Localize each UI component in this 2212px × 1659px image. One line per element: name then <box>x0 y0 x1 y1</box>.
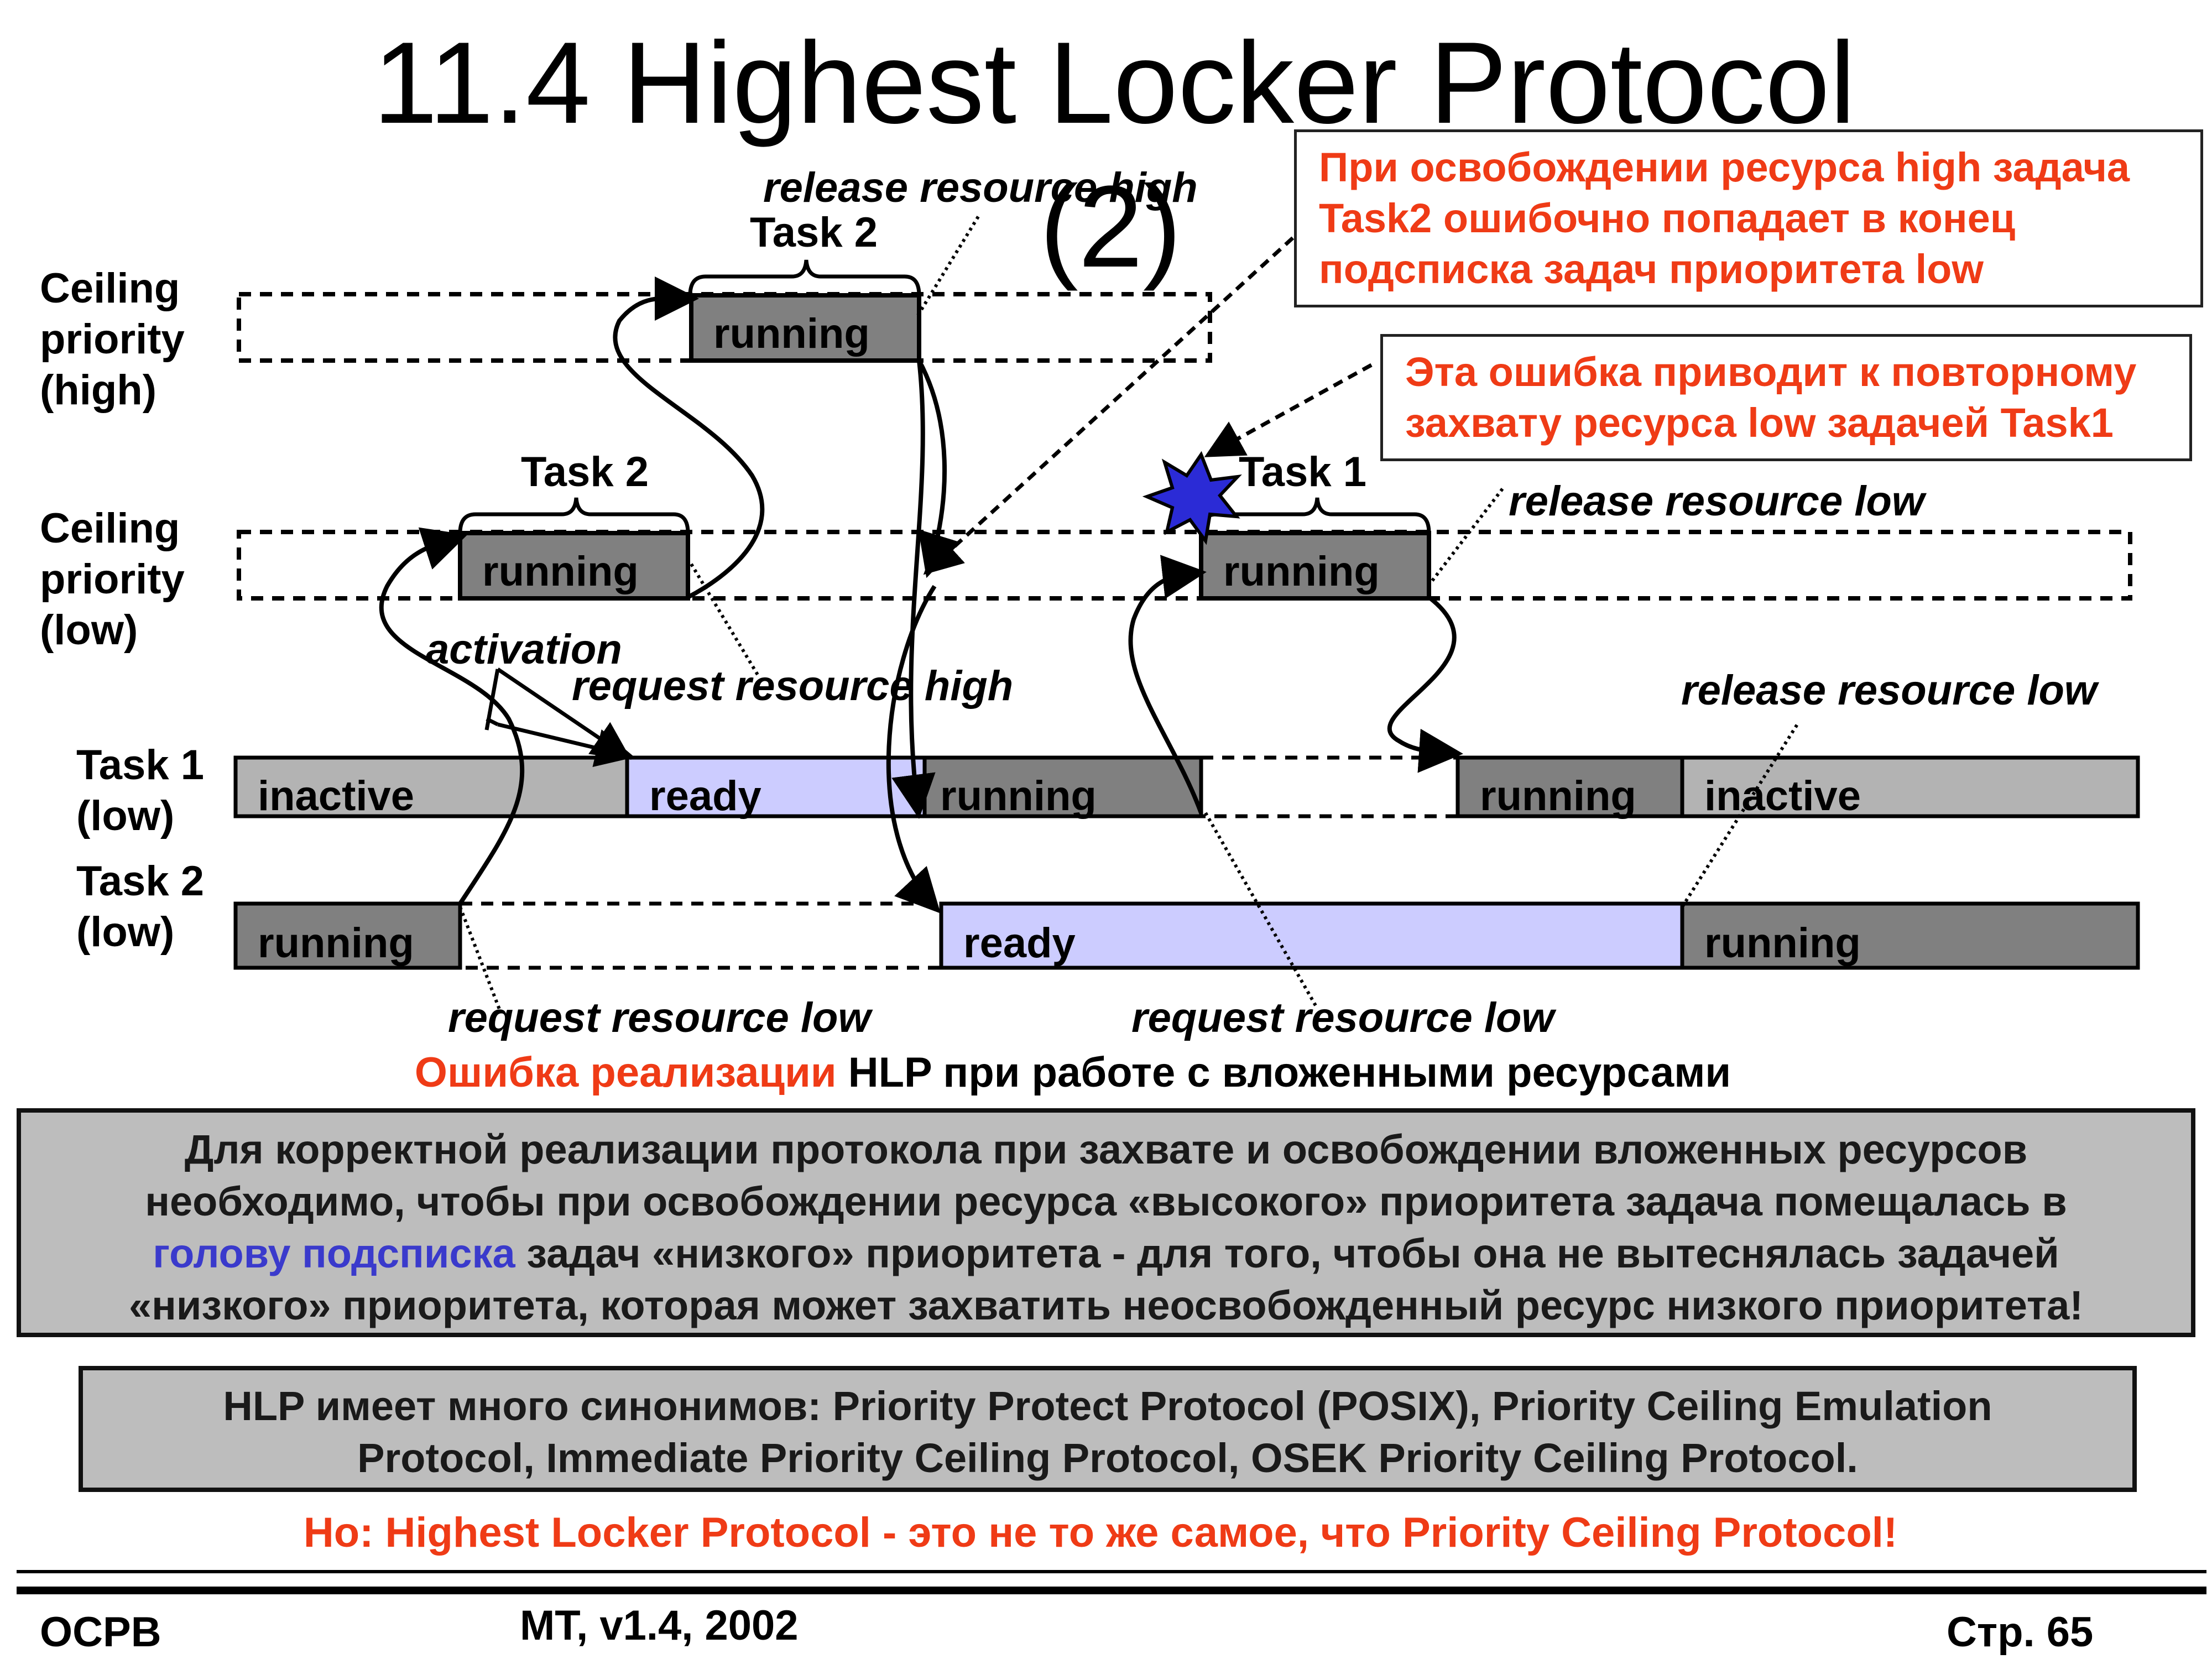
brace-label-task1-low: Task 1 <box>1239 448 1366 495</box>
bar-label: running <box>1704 920 1861 967</box>
bar-label: running <box>482 548 639 595</box>
row-label-line: Ceiling <box>40 505 180 552</box>
bar-label: inactive <box>1704 773 1861 820</box>
callout-line: подсписка задач приоритета low <box>1319 246 1984 292</box>
annotation-release-resource-low-top: release resource low <box>1509 478 1924 525</box>
bar-label: running <box>713 310 870 357</box>
caption-red: Ошибка реализации <box>414 1049 837 1096</box>
arrow-task2-to-ceiling-low <box>379 527 525 905</box>
row-label-ceiling-low: Ceiling priority (low) <box>40 503 185 656</box>
callout-second: Эта ошибка приводит к повторному захвату… <box>1380 334 2192 461</box>
row-label-line: (low) <box>76 909 175 956</box>
callout-line: При освобождении ресурса high задача <box>1319 144 2130 190</box>
leader-request-low-left <box>458 906 502 1013</box>
leader-request-high <box>690 563 759 676</box>
explanation-line: необходимо, чтобы при освобождении ресур… <box>145 1178 2067 1224</box>
task1-inactive-bar <box>233 755 630 818</box>
brace-task2-high <box>688 259 921 296</box>
arrow-ceiling-low-to-high <box>613 276 765 599</box>
footer-center: МТ, v1.4, 2002 <box>520 1602 799 1649</box>
synonyms-line: HLP имеет много синонимов: Priority Prot… <box>223 1383 1992 1429</box>
explanation-line-rest: задач «низкого» приоритета - для того, ч… <box>515 1230 2059 1276</box>
bar-label: running <box>258 920 414 967</box>
row-label-line: (high) <box>40 367 157 414</box>
task1-ready-bar <box>625 755 927 818</box>
callout-top: При освобождении ресурса high задача Tas… <box>1294 129 2203 307</box>
row-label-line: priority <box>40 556 185 603</box>
annotation-request-resource-low-right: request resource low <box>1131 994 1554 1041</box>
note-text: Но: Highest Locker Protocol - это не то … <box>303 1509 1898 1556</box>
task2-dashed-gap <box>458 901 943 970</box>
brace-label-task2-high: Task 2 <box>750 209 878 256</box>
arrow-ceiling-low-to-task1-running2 <box>1387 595 1463 773</box>
task2-ready-bar <box>939 901 1684 970</box>
arrow-ceiling-low-to-task2-ready <box>886 585 941 914</box>
caption-black: HLP при работе с вложенными ресурсами <box>836 1049 1731 1096</box>
brace-task2-low <box>458 497 690 534</box>
synonyms-box: HLP имеет много синонимов: Priority Prot… <box>79 1366 2137 1492</box>
callout-line: захвату ресурса low задачей Task1 <box>1405 400 2114 446</box>
synonyms-line: Protocol, Immediate Priority Ceiling Pro… <box>357 1435 1858 1481</box>
footer-page-number: Стр. 65 <box>1947 1609 2094 1656</box>
row-label-line: Task 1 <box>76 742 204 789</box>
row-label-ceiling-high: Ceiling priority (high) <box>40 263 185 416</box>
task1-dashed-gap <box>1199 755 1460 818</box>
activation-pointer-c <box>497 667 632 760</box>
brace-label-task2-low: Task 2 <box>521 448 649 495</box>
explanation-line: голову подсписка задач «низкого» приорит… <box>21 1228 2191 1280</box>
page-subtitle: (2) <box>1040 161 1182 291</box>
head-of-sublist-highlight: голову подсписка <box>153 1230 515 1276</box>
bar-label: ready <box>649 773 761 820</box>
ceiling-low-task1-running-bar <box>1199 531 1431 601</box>
diagram-caption: Ошибка реализации HLP при работе с вложе… <box>0 1048 2146 1097</box>
annotation-release-resource-low-mid: release resource low <box>1681 667 2097 714</box>
arrow-high-to-task1-running <box>891 360 936 819</box>
ceiling-low-task2-running-bar <box>458 531 690 601</box>
annotation-request-resource-low-left: request resource low <box>448 994 871 1041</box>
explanation-line: Для корректной реализации протокола при … <box>184 1126 2028 1172</box>
page-title: 11.4 Highest Locker Protocol <box>373 18 1856 148</box>
annotation-request-resource-high: request resource high <box>572 662 1014 709</box>
explanation-box: Для корректной реализации протокола при … <box>17 1108 2195 1337</box>
callout-line: Task2 ошибочно попадает в конец <box>1319 195 2016 241</box>
ceiling-high-running-bar <box>689 293 921 363</box>
bar-label: ready <box>963 920 1076 967</box>
row-label-task1: Task 1 (low) <box>76 740 204 842</box>
callout-top-pointer <box>923 225 1307 575</box>
task2-running-bar-1 <box>233 901 462 970</box>
annotation-activation: activation <box>426 626 622 673</box>
row-label-line: Task 2 <box>76 858 204 905</box>
callout-line: Эта ошибка приводит к повторному <box>1405 349 2137 395</box>
bar-label: running <box>1223 548 1380 595</box>
footer-left: ОСРВ <box>40 1609 161 1656</box>
task2-running-bar-2 <box>1680 901 2140 970</box>
arrow-task1-to-ceiling-low <box>1128 555 1207 814</box>
bar-label: running <box>940 773 1097 820</box>
row-label-line: Ceiling <box>40 265 180 312</box>
blue-star-burst-icon <box>1142 451 1242 545</box>
activation-pointer-b <box>484 669 500 731</box>
annotation-release-resource-high: release resource high <box>763 164 1198 211</box>
bar-label: running <box>1480 773 1636 820</box>
bar-label: inactive <box>258 773 415 820</box>
row-label-task2: Task 2 (low) <box>76 856 204 958</box>
explanation-line: «низкого» приоритета, которая может захв… <box>129 1282 2083 1328</box>
callout-second-pointer <box>1204 363 1373 457</box>
row-label-line: (low) <box>40 607 138 654</box>
task1-running-bar-1 <box>922 755 1203 818</box>
leader-release-low-mid <box>1681 723 1799 908</box>
row-label-line: priority <box>40 316 185 363</box>
row-label-line: (low) <box>76 792 175 839</box>
leader-release-high <box>916 215 980 316</box>
